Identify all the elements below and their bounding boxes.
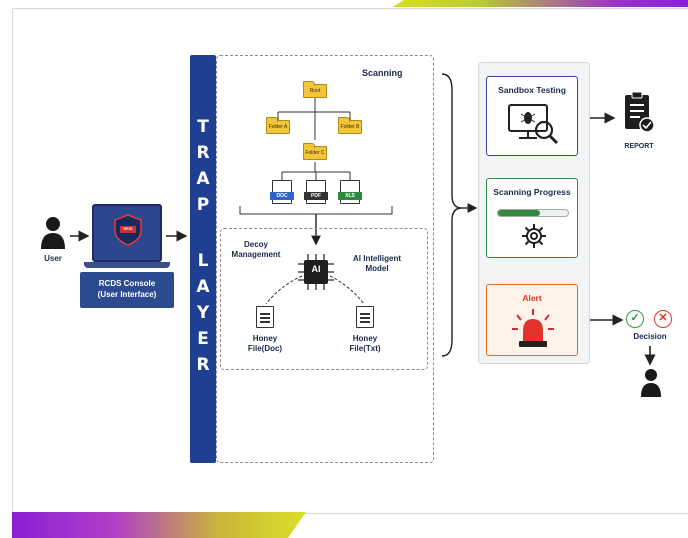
report-clipboard-icon[interactable] (622, 90, 656, 136)
ai-model-line1: AI Intelligent (353, 254, 401, 263)
diagram-frame (12, 8, 688, 514)
console-label-line2: (User Interface) (97, 290, 157, 299)
trap-letter: E (197, 329, 209, 349)
scanning-progress-card[interactable]: Scanning Progress (486, 178, 578, 258)
progress-bar-fill (498, 210, 540, 216)
honey-txt-line2: File(Txt) (349, 344, 381, 353)
ai-model-line2: Model (365, 264, 389, 273)
gear-icon (522, 224, 546, 248)
ai-chip-icon (298, 254, 334, 290)
shield-icon (114, 214, 142, 246)
xls-file-icon[interactable]: XLS (338, 180, 362, 204)
sandbox-testing-card[interactable]: Sandbox Testing (486, 76, 578, 156)
decoy-management-line2: Management (231, 250, 281, 259)
honey-txt-line1: Honey (352, 334, 378, 343)
honey-txt-label: Honey File(Txt) (338, 334, 392, 354)
decision-user-icon (641, 369, 661, 397)
user-icon (41, 217, 65, 249)
monitor-bug-search-icon (508, 104, 559, 145)
decoy-management-line1: Decoy (243, 240, 268, 249)
user-label: User (44, 254, 62, 263)
laptop-base (84, 262, 170, 268)
progress-bar (497, 209, 569, 217)
honey-doc-line2: File(Doc) (247, 344, 283, 353)
honey-doc-label: Honey File(Doc) (238, 334, 292, 354)
scanning-title: Scanning (362, 68, 403, 78)
trap-letter: L (197, 251, 209, 271)
scanning-region (216, 55, 434, 463)
file-tag: PDF (304, 192, 328, 200)
progress-title: Scanning Progress (493, 187, 571, 197)
console-label-line1: RCDS Console (98, 279, 156, 288)
trap-letter: P (196, 195, 210, 215)
trap-letter: Y (196, 303, 210, 323)
alert-title: Alert (522, 293, 542, 303)
doc-file-icon[interactable]: DOC (270, 180, 294, 204)
folder-icon-root[interactable]: Root (303, 81, 327, 98)
trap-letter: R (196, 143, 210, 163)
pdf-file-icon[interactable]: PDF (304, 180, 328, 204)
console-screen-text: RFID (123, 226, 133, 231)
trap-letter: T (197, 117, 209, 137)
ai-chip-label: AI (311, 264, 321, 274)
trap-letter: A (196, 277, 210, 297)
decision-label: Decision (633, 332, 667, 341)
trap-letter: A (196, 169, 210, 189)
honey-doc-file-icon[interactable] (256, 306, 274, 328)
file-tag: DOC (270, 192, 294, 200)
bottom-accent-bar (12, 512, 306, 538)
file-tag: XLS (338, 192, 362, 200)
alert-card[interactable]: Alert (486, 284, 578, 356)
console-screen[interactable]: RFID (92, 204, 162, 262)
reject-cross-icon[interactable]: ✕ (654, 310, 672, 328)
ai-model-label: AI Intelligent Model (344, 254, 410, 274)
folder-icon-b[interactable]: Folder B (338, 117, 362, 134)
top-accent-bar (392, 0, 688, 7)
decoy-region (220, 228, 428, 370)
folder-icon-a[interactable]: Folder A (266, 117, 290, 134)
accept-check-icon[interactable]: ✓ (626, 310, 644, 328)
trap-letter: R (196, 355, 210, 375)
trap-layer-strip: T R A P L A Y E R (190, 55, 216, 463)
sandbox-title: Sandbox Testing (498, 85, 566, 95)
console-label-box: RCDS Console (User Interface) (80, 272, 174, 308)
siren-icon (512, 309, 554, 347)
honey-doc-line1: Honey (252, 334, 278, 343)
decoy-management-label: Decoy Management (228, 240, 284, 260)
report-label: REPORT (624, 143, 654, 150)
honey-txt-file-icon[interactable] (356, 306, 374, 328)
folder-icon-c[interactable]: Folder C (303, 143, 327, 160)
